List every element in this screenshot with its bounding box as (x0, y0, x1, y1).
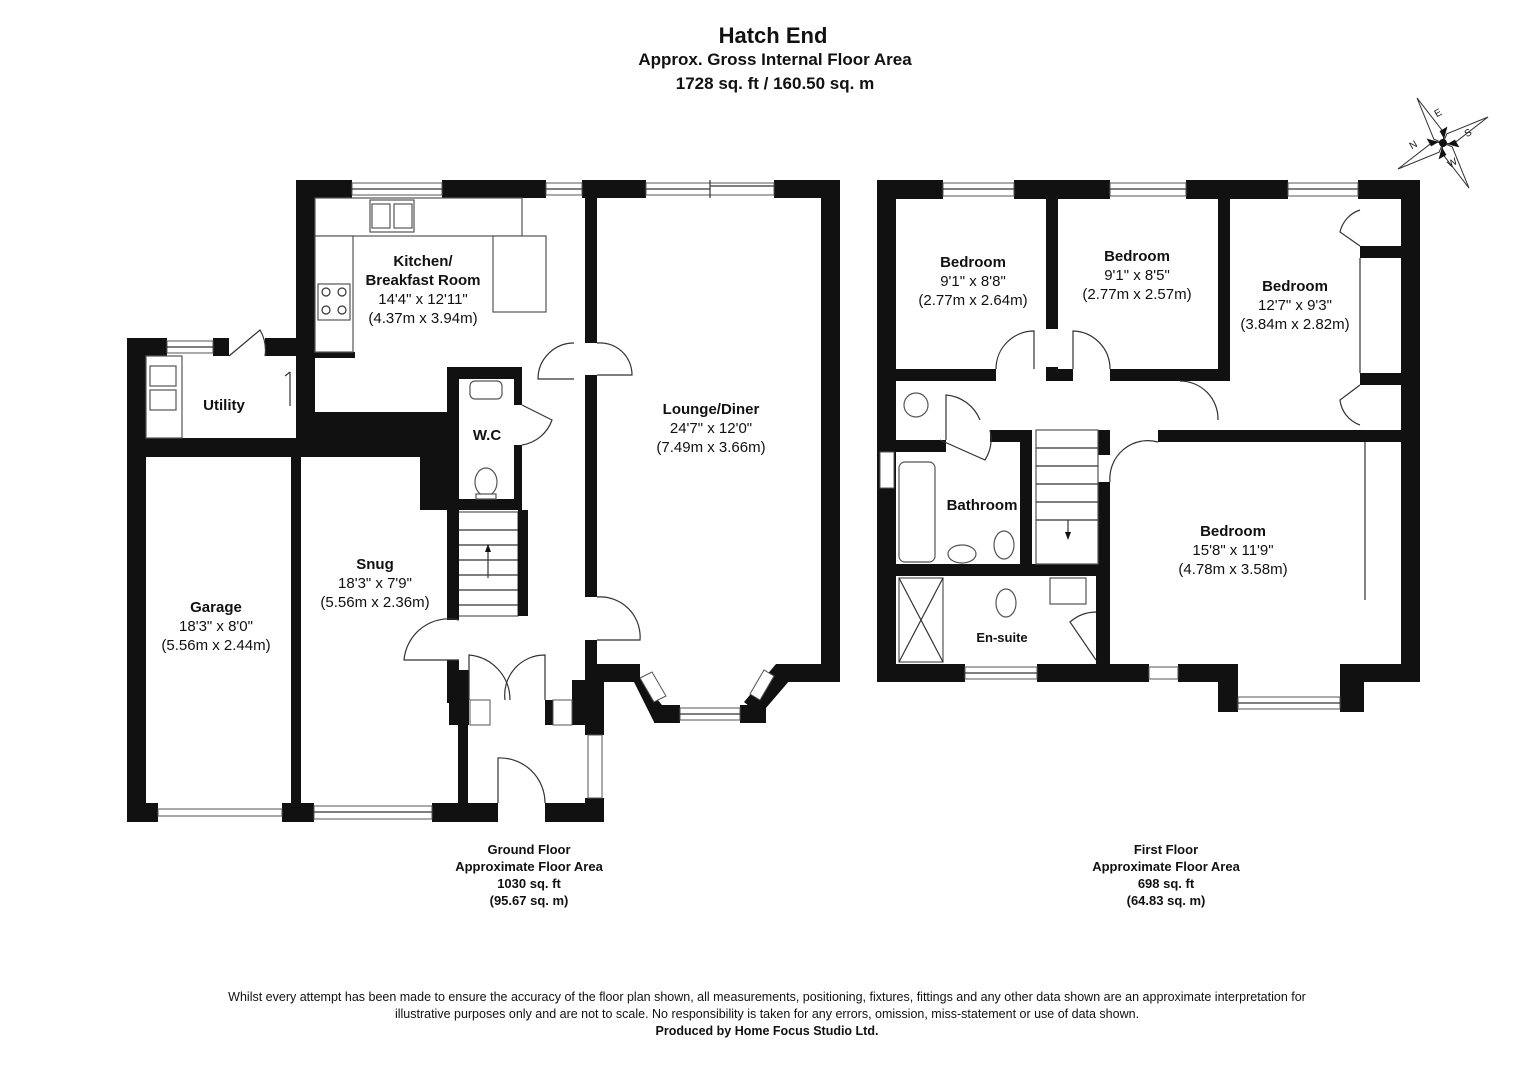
room-dimension-imperial: 18'3" x 7'9" (338, 575, 412, 592)
ground-floor-area-label: Ground Floor Approximate Floor Area 1030… (455, 841, 603, 909)
floor-name: Ground Floor (487, 842, 571, 857)
room-label-snug: Snug 18'3" x 7'9" (5.56m x 2.36m) (320, 555, 429, 612)
disclaimer-line-1: Whilst every attempt has been made to en… (228, 990, 1306, 1004)
floor-name: First Floor (1133, 842, 1199, 857)
room-name: Bedroom (1262, 278, 1328, 295)
floor-area-caption: Approximate Floor Area (455, 859, 603, 874)
room-name: Bedroom (1200, 523, 1266, 540)
room-label-kitchen: Kitchen/ Breakfast Room 14'4" x 12'11" (… (365, 252, 480, 328)
room-dimension-imperial: 18'3" x 8'0" (179, 618, 253, 635)
room-name: Snug (356, 556, 394, 573)
room-dimension-imperial: 9'1" x 8'5" (1104, 267, 1170, 284)
floor-area-sqft: 1030 sq. ft (497, 876, 561, 891)
room-dimension-imperial: 12'7" x 9'3" (1258, 297, 1332, 314)
compass-rose-icon (1397, 97, 1489, 189)
room-dimension-imperial: 14'4" x 12'11" (378, 291, 468, 308)
room-label-lounge: Lounge/Diner 24'7" x 12'0" (7.49m x 3.66… (656, 400, 765, 457)
room-label-bathroom: Bathroom (946, 497, 1018, 514)
room-dimension-metric: (3.84m x 2.82m) (1240, 316, 1350, 333)
total-area: 1728 sq. ft / 160.50 sq. m (675, 74, 875, 93)
floor-area-caption: Approximate Floor Area (1092, 859, 1240, 874)
first-floor-area-label: First Floor Approximate Floor Area 698 s… (1092, 841, 1240, 909)
room-name: Breakfast Room (365, 272, 481, 289)
floor-area-sqm: (64.83 sq. m) (1126, 893, 1206, 908)
room-label-wc: W.C (472, 427, 502, 444)
floor-area-sqft: 698 sq. ft (1137, 876, 1195, 891)
room-dimension-metric: (5.56m x 2.44m) (161, 637, 271, 654)
room-label-bedroom-4: Bedroom 15'8" x 11'9" (4.78m x 3.58m) (1178, 522, 1287, 579)
room-dimension-imperial: 9'1" x 8'8" (940, 273, 1006, 290)
room-dimension-imperial: 15'8" x 11'9" (1192, 542, 1274, 559)
room-dimension-metric: (2.77m x 2.57m) (1082, 286, 1192, 303)
floor-area-sqm: (95.67 sq. m) (489, 893, 569, 908)
disclaimer: Whilst every attempt has been made to en… (228, 989, 1306, 1040)
room-label-bedroom-3: Bedroom 12'7" x 9'3" (3.84m x 2.82m) (1240, 277, 1349, 334)
room-name: Kitchen/ (393, 253, 453, 270)
room-dimension-metric: (4.37m x 3.94m) (368, 310, 478, 327)
room-label-utility: Utility (203, 397, 245, 414)
ground-floor-plan (127, 180, 840, 822)
first-floor-plan (877, 180, 1420, 712)
room-label-bedroom-2: Bedroom 9'1" x 8'5" (2.77m x 2.57m) (1082, 247, 1191, 304)
room-label-garage: Garage 18'3" x 8'0" (5.56m x 2.44m) (161, 598, 270, 655)
room-label-bedroom-1: Bedroom 9'1" x 8'8" (2.77m x 2.64m) (918, 253, 1027, 310)
page-title: Hatch End (718, 23, 828, 48)
room-dimension-metric: (7.49m x 3.66m) (656, 439, 766, 456)
room-name: Lounge/Diner (662, 401, 760, 418)
room-dimension-metric: (4.78m x 3.58m) (1178, 561, 1288, 578)
page-subtitle: Approx. Gross Internal Floor Area (638, 50, 912, 69)
room-name: Garage (190, 599, 242, 616)
room-dimension-imperial: 24'7" x 12'0" (669, 420, 753, 437)
room-dimension-metric: (5.56m x 2.36m) (320, 594, 430, 611)
room-label-ensuite: En-suite (976, 630, 1028, 645)
room-name: Bedroom (940, 254, 1006, 271)
producer-credit: Produced by Home Focus Studio Ltd. (655, 1024, 879, 1038)
room-dimension-metric: (2.77m x 2.64m) (918, 292, 1028, 309)
disclaimer-line-2: illustrative purposes only and are not t… (394, 1007, 1140, 1021)
room-name: Bedroom (1104, 248, 1170, 265)
